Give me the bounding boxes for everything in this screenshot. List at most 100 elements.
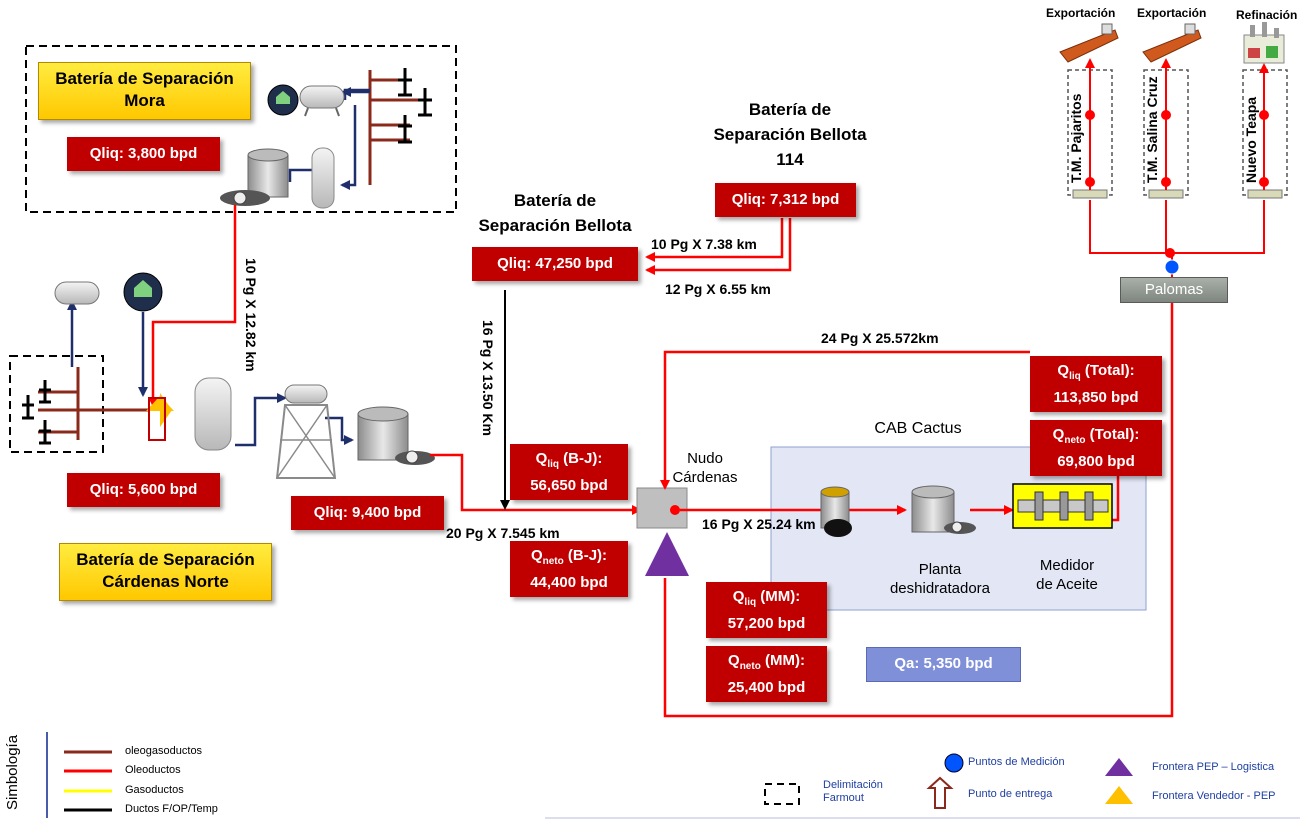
delivery-point-marker	[146, 393, 174, 441]
measurement-point-icon	[1164, 259, 1180, 275]
mm-liq-q: Q	[732, 588, 745, 605]
cardenas-wells	[38, 367, 150, 440]
bj-liq-flow-box: Qliq (B-J): 56,650 bpd	[510, 444, 628, 500]
total-neto-flow-box: Qneto (Total): 69,800 bpd	[1030, 420, 1162, 476]
medidor-label: Medidor de Aceite	[1012, 556, 1122, 594]
mm-liq-value: 57,200 bpd	[727, 615, 806, 632]
terminal-pad-salina	[1148, 189, 1184, 199]
mora-gas-lines	[288, 87, 370, 190]
bellota114-line-a	[645, 218, 784, 262]
bj-liq-label: (B-J):	[559, 450, 603, 467]
bj-neto-q: Q	[530, 547, 543, 564]
cardenas-vertical-separator	[194, 377, 232, 451]
bellota-title-line-2: Separación Bellota	[478, 216, 632, 235]
bellota114-title-line-1: Batería de	[748, 100, 832, 119]
nudo-junction	[670, 505, 680, 515]
terminal-label-teapa: Nuevo Teapa	[1243, 96, 1259, 183]
bj-neto-sub: neto	[542, 556, 564, 567]
mm-neto-sub: neto	[739, 661, 761, 672]
mora-battery-title: Batería de Separación Mora	[38, 62, 251, 120]
cab-cactus-label: CAB Cactus	[874, 420, 962, 437]
legend-farmout-line-1: Delimitación	[823, 779, 883, 791]
cardenas-oil-line	[430, 453, 642, 515]
cardenas-horizontal-separator	[54, 281, 100, 305]
terminal-dots	[1085, 110, 1269, 187]
bellota114-flow-box: Qliq: 7,312 bpd	[715, 183, 856, 217]
legend-purple-triangle	[1105, 758, 1133, 776]
pipeline-label-p1: 10 Pg X 12.82 km	[243, 258, 259, 372]
terminal-label-salina: T.M. Salina Cruz	[1144, 76, 1160, 183]
total-liq-flow-box: Qliq (Total): 113,850 bpd	[1030, 356, 1162, 412]
mm-liq-sub: liq	[744, 597, 757, 608]
bj-liq-sub: liq	[547, 459, 559, 470]
pipeline-label-p7: 16 Pg X 25.24 km	[702, 516, 816, 532]
cardenas-flow-box-b: Qliq: 9,400 bpd	[291, 496, 444, 530]
export-ship-icon-1	[1059, 23, 1119, 63]
total-neto-value: 69,800 bpd	[1057, 453, 1135, 470]
mora-flow-box: Qliq: 3,800 bpd	[67, 137, 220, 171]
cardenas-compressor	[123, 272, 163, 312]
pipeline-label-p4: 12 Pg X 6.55 km	[665, 281, 771, 297]
legend-label-frontera-vendedor: Frontera Vendedor - PEP	[1152, 790, 1276, 802]
total-liq-label: (Total):	[1080, 362, 1135, 379]
dehydration-plant-tank	[911, 485, 976, 534]
mm-liq-flow-box: Qliq (MM): 57,200 bpd	[706, 582, 827, 638]
mm-neto-value: 25,400 bpd	[727, 679, 806, 696]
legend-orange-triangle	[1105, 786, 1133, 804]
cardenas-farmout-boundary	[9, 355, 104, 453]
mm-neto-q: Q	[728, 652, 740, 669]
refinery-icon	[1243, 22, 1285, 64]
legend-label-entrega: Punto de entrega	[968, 788, 1053, 800]
bj-neto-label: (B-J):	[563, 547, 608, 564]
legend-label-ductos: Ductos F/OP/Temp	[125, 803, 218, 815]
bj-neto-flow-box: Qneto (B-J): 44,400 bpd	[510, 541, 628, 597]
mm-neto-label: (MM):	[760, 652, 805, 669]
bj-neto-value: 44,400 bpd	[530, 574, 608, 591]
legend-label-oleoductos: Oleoductos	[125, 764, 181, 776]
nudo-cardenas-label: Nudo Cárdenas	[660, 449, 750, 487]
bellota114-title-line-3: 114	[776, 150, 804, 169]
total-liq-value: 113,850 bpd	[1053, 389, 1139, 406]
legend-measurement-icon	[944, 753, 964, 773]
total-neto-sub: neto	[1064, 435, 1086, 446]
qa-flow-box: Qa: 5,350 bpd	[866, 647, 1021, 682]
legend-label-frontera-logistica: Frontera PEP – Logistica	[1152, 761, 1275, 773]
pipeline-label-p2: 16 Pg X 13.50 Km	[480, 320, 496, 436]
medidor-label-line-2: de Aceite	[1036, 576, 1098, 593]
pipeline-label-p6: 20 Pg X 7.545 km	[446, 525, 560, 541]
bellota-flow-box: Qliq: 47,250 bpd	[472, 247, 638, 281]
pipeline-label-p5: 24 Pg X 25.572km	[821, 330, 939, 346]
cardenas-battery-title: Batería de Separación Cárdenas Norte	[59, 543, 272, 601]
planta-label-line-2: deshidratadora	[889, 580, 991, 597]
planta-label-line-1: Planta	[918, 561, 962, 578]
mm-liq-label: (MM):	[756, 588, 801, 605]
legend-label-gasoductos: Gasoductos	[125, 784, 184, 796]
cab-small-tank	[820, 486, 852, 537]
mora-wells	[368, 70, 425, 185]
cardenas-storage-tank	[357, 406, 435, 465]
palomas-node: Palomas	[1120, 277, 1228, 303]
return-loop-top	[660, 350, 1030, 490]
legend-title: Simbología	[4, 734, 21, 810]
pipeline-label-p3: 10 Pg X 7.38 km	[651, 236, 757, 252]
dest-label-exportacion-1: Exportación	[1046, 6, 1116, 20]
dest-label-refinacion: Refinación	[1236, 8, 1298, 22]
terminal-up-lines	[1085, 58, 1269, 190]
total-liq-q: Q	[1057, 362, 1070, 379]
frontera-pep-logistica-triangle	[645, 532, 689, 576]
bellota114-title-line-2: Separación Bellota	[713, 125, 867, 144]
return-loop-bottom	[663, 288, 1177, 718]
nudo-label-line-2: Cárdenas	[672, 469, 738, 486]
legend-label-oleogasoductos: oleogasoductos	[125, 745, 203, 757]
cardenas-tower	[275, 384, 337, 479]
legend-label-medicion: Puntos de Medición	[968, 756, 1065, 768]
bellota114-battery-title: Batería de Separación Bellota 114	[705, 97, 875, 172]
total-neto-q: Q	[1052, 426, 1065, 443]
mora-wellheads	[398, 68, 432, 144]
bj-liq-value: 56,650 bpd	[530, 477, 608, 494]
mora-horizontal-separator	[299, 85, 345, 117]
mora-compressor	[267, 84, 299, 116]
legend-label-farmout: Delimitación Farmout	[823, 779, 883, 805]
mora-vertical-separator	[311, 147, 335, 209]
cardenas-wellheads	[22, 380, 51, 445]
